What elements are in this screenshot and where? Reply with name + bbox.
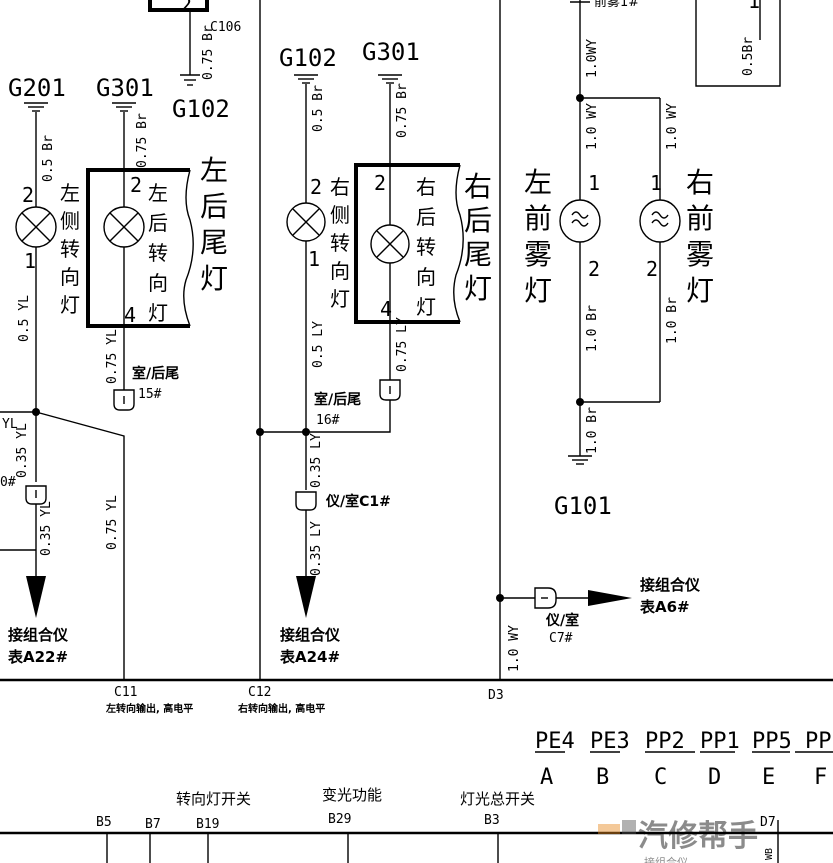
watermark-logo: 汽修帮手 接组合仪	[598, 819, 758, 863]
pin-letter: B	[596, 765, 609, 790]
pin-number: 1	[748, 0, 760, 13]
wire-label: 0.5Br	[741, 37, 756, 76]
wire-label: 0.35 LY	[309, 433, 324, 488]
pin-letter: F	[814, 765, 827, 790]
lamp-label-left-tail: 左后尾灯	[200, 154, 228, 295]
wire-label: 1.0 Br	[665, 297, 680, 344]
wire-label: 1.0 WY	[665, 103, 680, 150]
pin-number: 4	[124, 303, 136, 327]
wire-tag: YL	[2, 417, 18, 432]
lamp-label-right-side: 右侧转向灯	[330, 175, 350, 311]
bus-pin-label: B3	[484, 813, 500, 828]
wire-label: 1.0 WY	[507, 625, 522, 672]
switch-title: 转向灯开关	[176, 790, 251, 808]
wire-label: 0.75 YL	[105, 495, 120, 550]
pin-code: PP5	[752, 729, 792, 754]
connector-label: 16#	[316, 413, 340, 428]
top-fog-label: 前雾1#	[594, 0, 639, 10]
pin-number: 2	[22, 183, 34, 207]
bus-pin-label: D3	[488, 688, 504, 703]
wire-label: 0.5 LY	[311, 321, 326, 368]
bus-pin-label: B19	[196, 817, 219, 832]
ground-label: G301	[362, 38, 420, 66]
destination-label: 接组合仪	[280, 626, 341, 644]
bus-pin-label: C12	[248, 685, 271, 700]
connector-label: 室/后尾	[132, 365, 179, 382]
connector-label: 15#	[138, 387, 162, 402]
pin-number: 1	[308, 247, 320, 271]
destination-label: 接组合仪	[8, 626, 69, 644]
lamp-label-left-side: 左侧转向灯	[60, 181, 80, 317]
bus-pin-label: C11	[114, 685, 137, 700]
destination-label: 表A24#	[280, 648, 340, 666]
ground-label: G101	[554, 492, 612, 520]
pin-number: 2	[180, 0, 192, 17]
lamp-label-left-rear-turn: 左后转向灯	[148, 181, 168, 325]
pin-number: 2	[130, 173, 142, 197]
wire-label: 0.75 LY	[395, 317, 410, 372]
ground-label: G201	[8, 74, 66, 102]
wire-label: 0.75 Br	[201, 25, 216, 80]
pin-letter: A	[540, 765, 553, 790]
bus-desc: 左转向输出, 高电平	[105, 702, 193, 715]
pin-number: 2	[374, 171, 386, 195]
pin-number: 1	[588, 171, 600, 195]
pin-letter: E	[762, 765, 775, 790]
pin-code: PP	[805, 729, 832, 754]
switch-title: 灯光总开关	[460, 790, 535, 808]
lamp-label-left-fog: 左前雾灯	[524, 166, 552, 307]
connector-label: 仪/室	[545, 612, 579, 629]
wire-label: 0.75 YL	[105, 329, 120, 384]
wire-label: 0.5 Br	[311, 85, 326, 132]
lamp-label-right-rear-turn: 右后转向灯	[416, 175, 436, 319]
destination-label: 表A6#	[640, 598, 690, 616]
destination-label: 接组合仪	[640, 576, 701, 594]
bus-pin-label: B29	[328, 812, 351, 827]
pin-letter: C	[654, 765, 667, 790]
connector-label: 室/后尾	[314, 391, 361, 408]
pin-number: 4	[380, 297, 392, 321]
wire-label: 0.5 YL	[17, 295, 32, 342]
ground-label: G102	[279, 44, 337, 72]
pin-letter: D	[708, 765, 721, 790]
bus-pin-label: B7	[145, 817, 161, 832]
lamp-label-right-tail: 右后尾灯	[464, 170, 492, 305]
connector-label: 仪/室C1#	[325, 493, 391, 510]
switch-title: 变光功能	[322, 786, 382, 804]
wire-label: 0.75 Br	[395, 83, 410, 138]
pin-number: 1	[24, 249, 36, 273]
lamp-label-right-fog: 右前雾灯	[686, 166, 714, 307]
pin-number: 1	[650, 171, 662, 195]
wire-label: 0.5 Br	[41, 135, 56, 182]
pin-code: PP1	[700, 729, 740, 754]
pin-number: 2	[588, 257, 600, 281]
destination-label: 表A22#	[8, 648, 68, 666]
wire-label: 0.35 YL	[15, 423, 30, 478]
bus-pin-label: B5	[96, 815, 112, 830]
connector-label: C7#	[549, 631, 573, 646]
pin-number: 2	[646, 257, 658, 281]
bus-desc: 右转向输出, 高电平	[237, 702, 325, 715]
wire-label: 1.0WY	[585, 39, 600, 78]
wire-label: 0.75 Br	[135, 113, 150, 168]
pin-code: PE4	[535, 729, 575, 754]
connector-label: 0#	[0, 475, 16, 490]
bus-pin-label: D7	[760, 815, 776, 830]
pin-code: PP2	[645, 729, 685, 754]
watermark-subtext: 接组合仪	[644, 855, 688, 863]
bus-pin-label: WB	[764, 848, 775, 860]
ground-label: G102	[172, 95, 230, 123]
connector-label: C106	[210, 20, 241, 35]
wire-label: 0.35 YL	[39, 501, 54, 556]
wire-label: 1.0 Br	[585, 407, 600, 454]
pin-number: 2	[310, 175, 322, 199]
wire-label: 1.0 Br	[585, 305, 600, 352]
wire-label: 1.0 WY	[585, 103, 600, 150]
pin-code: PE3	[590, 729, 630, 754]
ground-label: G301	[96, 74, 154, 102]
watermark-text: 汽修帮手	[638, 819, 758, 854]
wire-label: 0.35 LY	[309, 521, 324, 576]
